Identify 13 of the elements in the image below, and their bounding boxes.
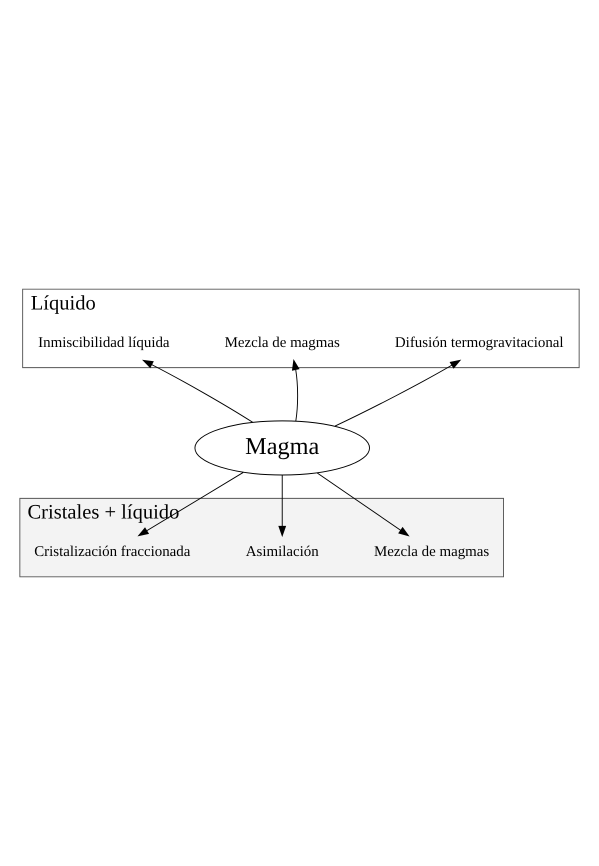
node-text: Cristalización fraccionada xyxy=(34,544,190,560)
node-ellipse: Magma xyxy=(194,420,370,476)
arrow xyxy=(142,360,254,423)
arrow xyxy=(334,360,462,427)
node-text: Asimilación xyxy=(246,544,319,560)
arrow xyxy=(292,358,300,422)
arrow xyxy=(316,472,410,536)
arrow xyxy=(278,474,286,538)
node-text: Difusión termogravitacional xyxy=(394,334,564,351)
node-text: Mezcla de magmas xyxy=(224,334,340,351)
node-text: Mezcla de magmas xyxy=(374,544,490,560)
arrow xyxy=(137,472,244,536)
node-text: Inmiscibilidad líquida xyxy=(38,334,170,351)
